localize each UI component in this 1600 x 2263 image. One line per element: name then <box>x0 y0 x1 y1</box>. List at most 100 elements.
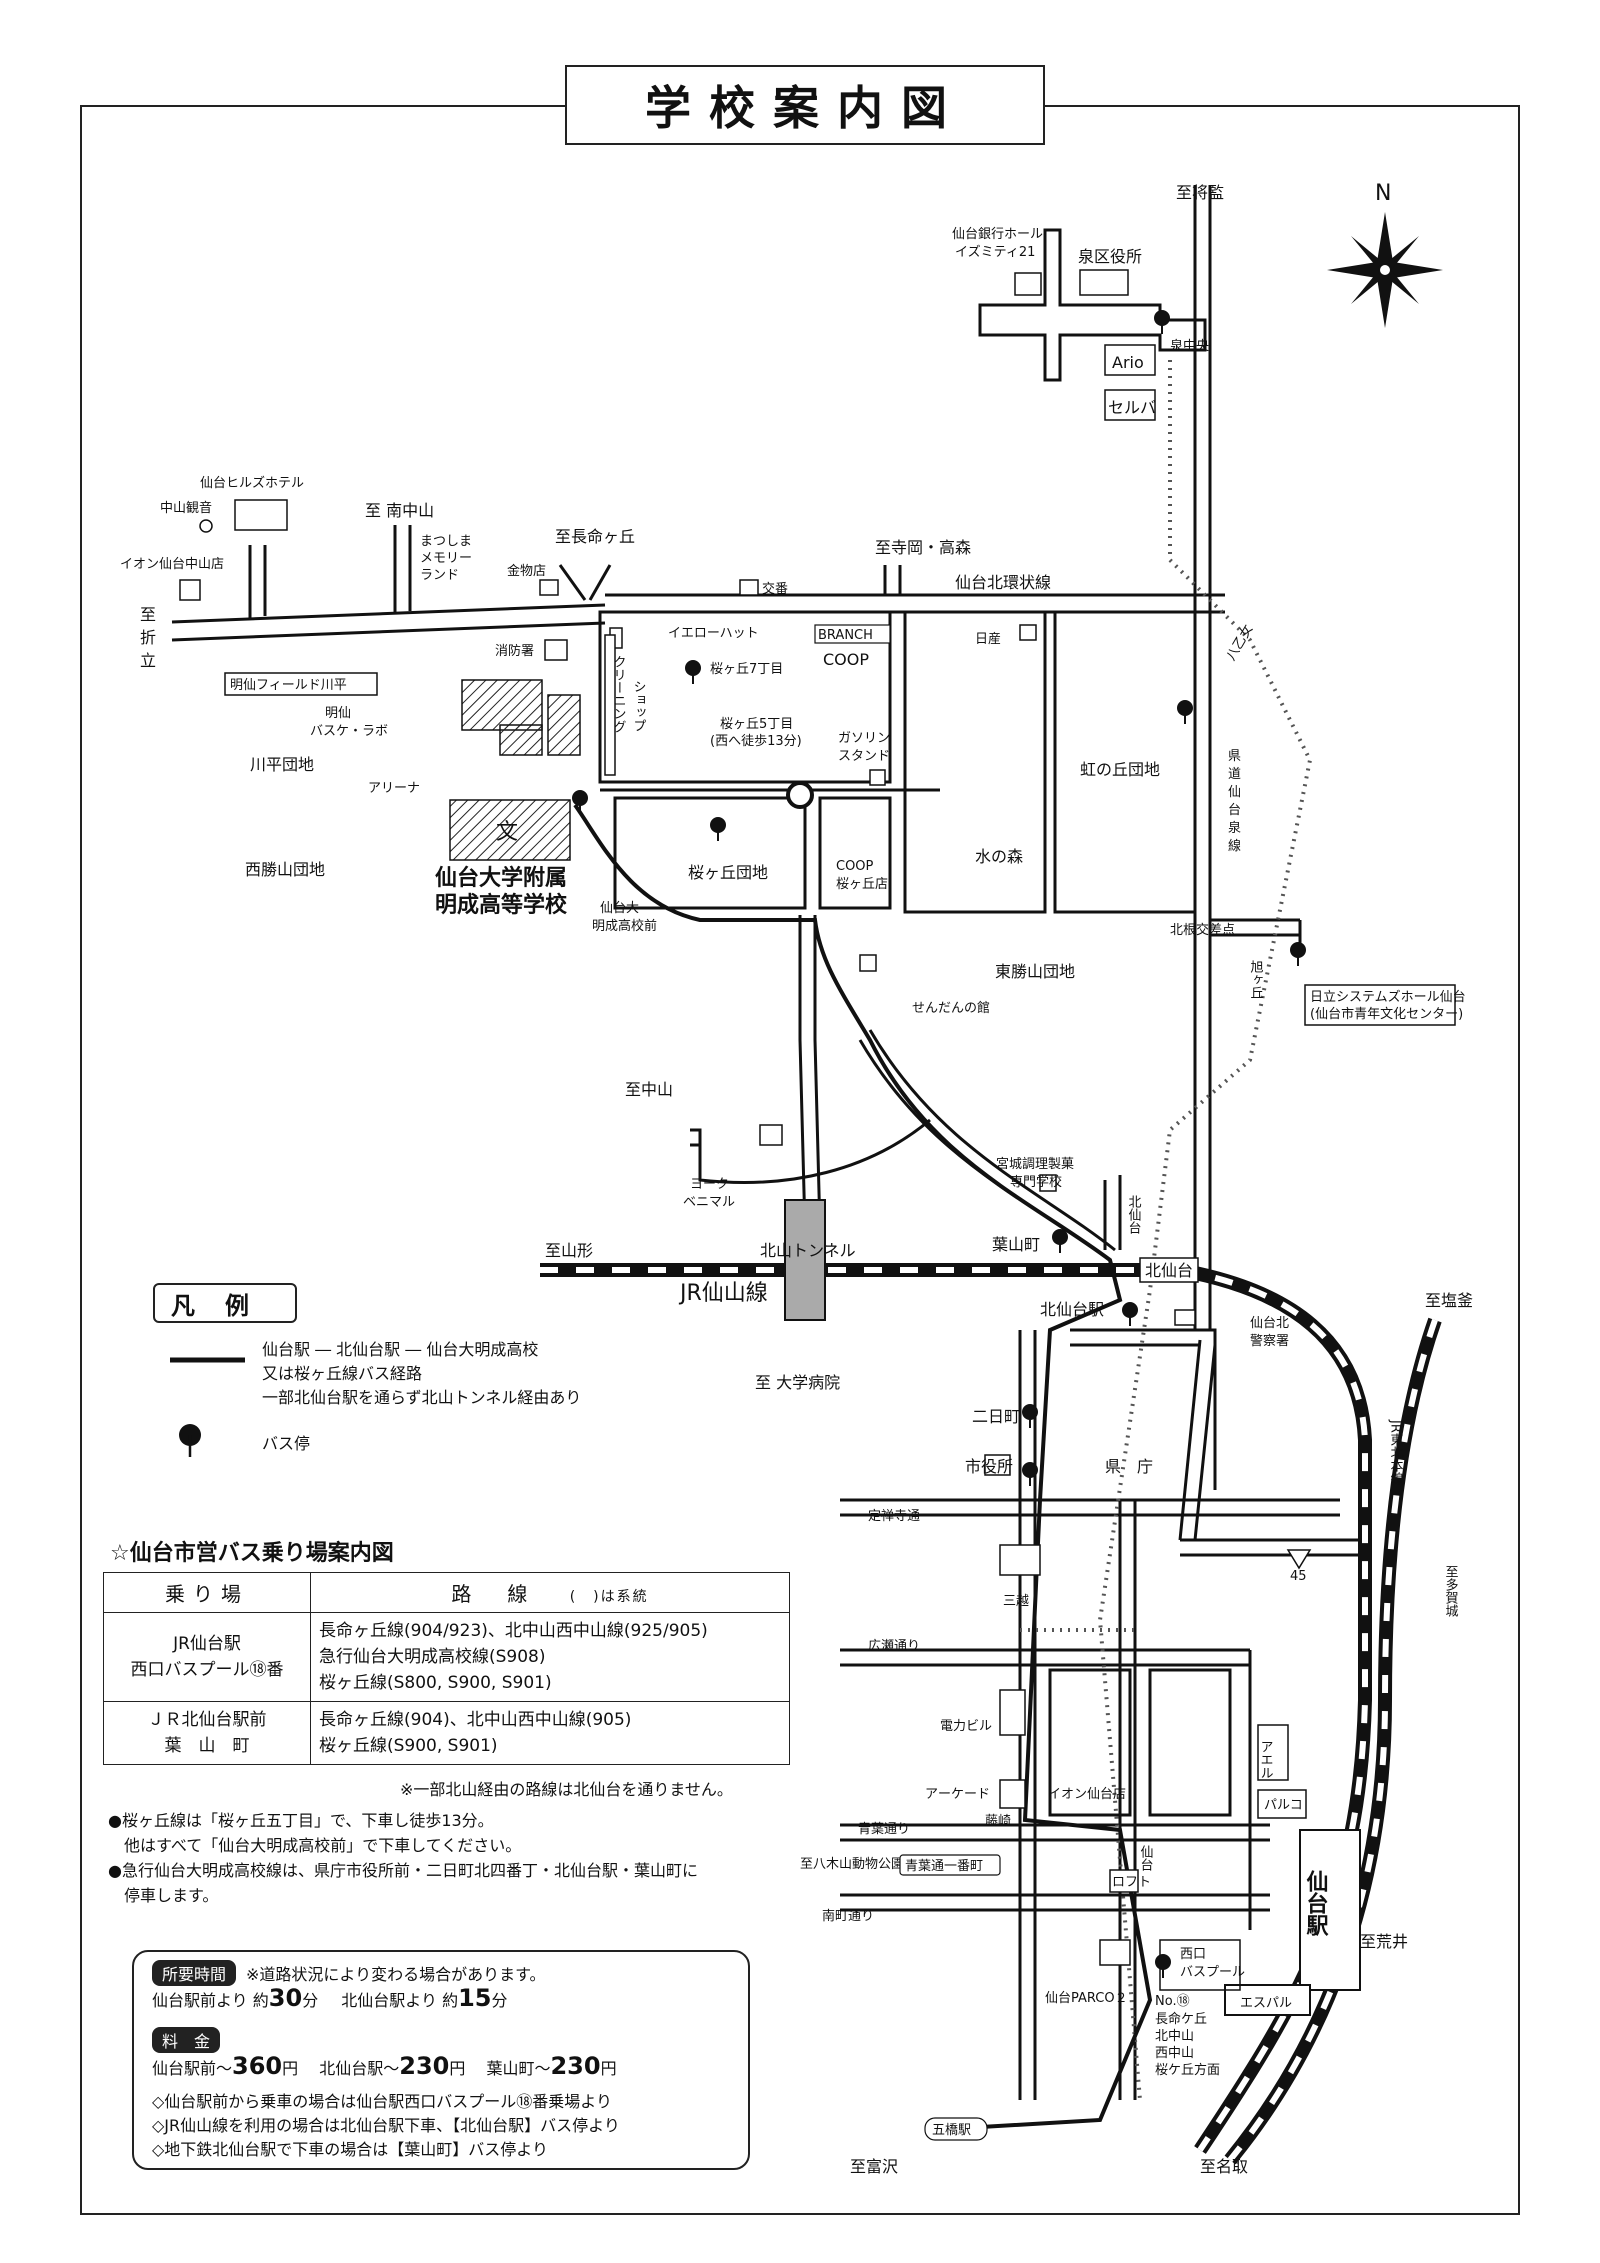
label-aoba-ichibancho: 青葉通一番町 <box>905 1859 983 1874</box>
label-coop-sakura-1: COOP <box>836 859 874 874</box>
label-arcade: アーケード <box>925 1787 990 1802</box>
fare-unit: 円 <box>449 2059 466 2078</box>
label-jr-tohoku: JR東北本線 <box>1388 1419 1404 1485</box>
label-sendai-station: 仙台駅 <box>1303 1869 1329 1937</box>
fare-header: 料 金 <box>152 2027 230 2053</box>
label-to-orio-3: 立 <box>140 651 156 670</box>
bus-stop-table: 乗り場 路 線 ( )は系統 JR仙台駅 西口バスプール⑱番 長命ヶ丘線(904… <box>103 1572 790 1765</box>
label-miyagi-chouri-1: 宮城調理製菓 <box>996 1156 1074 1172</box>
label-arena: アリーナ <box>368 781 420 796</box>
access-info-box: 所要時間※道路状況により変わる場合があります。 仙台駅前より 約30分 北仙台駅… <box>132 1950 750 2170</box>
label-matsushima-2: メモリー <box>420 551 472 566</box>
label-branch: BRANCH <box>818 628 873 643</box>
label-route45: 45 <box>1290 1569 1307 1584</box>
label-york-1: ヨーク <box>690 1177 729 1192</box>
label-parco: パルコ <box>1264 1798 1303 1813</box>
label-fire-station: 消防署 <box>495 643 534 659</box>
buildings <box>179 269 1361 2016</box>
tip-line-3: ◇地下鉄北仙台駅で下車の場合は【葉山町】バス停より <box>152 2140 548 2159</box>
label-asahigaoka: 旭ヶ丘 <box>1248 960 1264 999</box>
label-school-name-1: 仙台大学附属 <box>435 865 567 891</box>
fare-kita-value: 230 <box>399 2052 450 2080</box>
label-jr-senzan: JR仙山線 <box>678 1281 768 1306</box>
fare-tag: 料 金 <box>152 2027 221 2053</box>
label-cleaning-2: ショップ <box>631 680 646 732</box>
time-kita-value: 15 <box>458 1984 492 2012</box>
label-sakuragaoka-5-2: (西へ徒歩13分) <box>710 734 802 749</box>
legend-route-line-1: 仙台駅 ― 北仙台駅 ― 仙台大明成高校 <box>262 1340 539 1359</box>
fare-hayama-label: 葉山町～ <box>486 2059 551 2078</box>
label-hitachi-hall-1: 日立システムズホール仙台 <box>1310 989 1466 1005</box>
time-sendai-label: 仙台駅前より 約 <box>152 1991 269 2010</box>
time-sendai-unit: 分 <box>302 1991 319 2010</box>
label-to-tomiya: 至富沢 <box>850 2157 898 2176</box>
table-header-route-label: 路 線 <box>451 1582 536 1606</box>
roads <box>171 185 1365 2100</box>
label-aoba-dori: 青葉通り <box>858 1822 910 1837</box>
label-loft: ロフト <box>1112 1875 1151 1890</box>
table-row: ＪＲ北仙台駅前 葉 山 町 長命ヶ丘線(904)、北中山西中山線(905) 桜ヶ… <box>103 1701 790 1765</box>
label-bus-stop-school-2: 明成高校前 <box>592 918 657 934</box>
route-line: 急行仙台大明成高校線(S908) <box>319 1647 546 1667</box>
label-izumi-chuo: 泉中央 <box>1170 338 1209 354</box>
label-hayamacho: 葉山町 <box>992 1235 1040 1254</box>
stop-line: JR仙台駅 <box>173 1634 241 1654</box>
time-kita-label: 北仙台駅より 約 <box>341 1991 459 2010</box>
label-hitachi-hall-2: (仙台市青年文化センター) <box>1310 1006 1463 1022</box>
label-aeon-nakayama: イオン仙台中山店 <box>120 557 224 572</box>
label-higashi-katsuyama: 東勝山団地 <box>995 962 1075 981</box>
label-to-minami-nakayama: 至 南中山 <box>365 501 434 520</box>
label-to-teraoka: 至寺岡・高森 <box>875 538 971 557</box>
label-to-shiogama: 至塩釜 <box>1425 1291 1473 1310</box>
label-ael: アエル <box>1258 1740 1273 1779</box>
table-header-route: 路 線 ( )は系統 <box>310 1572 790 1613</box>
time-header: 所要時間※道路状況により変わる場合があります。 <box>152 1960 546 1986</box>
label-police-2: 警察署 <box>1250 1333 1289 1349</box>
label-sakuragaoka-5-1: 桜ヶ丘5丁目 <box>720 717 793 732</box>
label-meisen-basket-2: バスケ・ラボ <box>310 724 388 739</box>
label-sakuragaoka-danchi: 桜ヶ丘団地 <box>688 863 768 882</box>
label-nishiguchi-2: バスプール <box>1180 1965 1245 1980</box>
tip-line-2: ◇JR仙山線を利用の場合は北仙台駅下車、【北仙台駅】バス停より <box>152 2116 620 2135</box>
fare-hayama-value: 230 <box>550 2052 601 2080</box>
label-sakuragaoka-7: 桜ヶ丘7丁目 <box>710 662 783 677</box>
label-denryoku: 電力ビル <box>940 1719 992 1734</box>
legend-route-line-3: 一部北仙台駅を通らず北山トンネル経由あり <box>262 1388 582 1407</box>
note-line-3: ●急行仙台大明成高校線は、県庁市役所前・二日町北四番丁・北仙台駅・葉山町に <box>108 1861 698 1880</box>
legend-title: 凡例 <box>153 1283 297 1323</box>
note-line-1: ●桜ヶ丘線は「桜ヶ丘五丁目」で、下車し徒歩13分。 <box>108 1811 494 1830</box>
label-minamimachi: 南町通り <box>822 1908 874 1924</box>
label-meisen-basket-1: 明仙 <box>325 706 351 721</box>
label-jozenji: 定禅寺通 <box>868 1509 920 1524</box>
time-tag: 所要時間 <box>152 1960 237 1986</box>
label-niji-danchi: 虹の丘団地 <box>1080 760 1160 779</box>
label-miyagi-chouri-2: 専門学校 <box>1010 1174 1062 1190</box>
label-kendo-1: 県 <box>1228 749 1241 764</box>
label-itsutsubashi: 五橋駅 <box>932 2123 971 2138</box>
bus-stops <box>179 310 1306 1978</box>
label-aeon-sendai: イオン仙台店 <box>1048 1787 1126 1802</box>
label-parco2: 仙台PARCO２ <box>1045 1991 1128 2006</box>
table-header-route-note: ( )は系統 <box>569 1589 649 1605</box>
legend-bus-stop: バス停 <box>262 1434 311 1453</box>
note-line-2: 他はすべて「仙台大明成高校前」で下車してください。 <box>108 1836 522 1855</box>
note-line-4: 停車します。 <box>108 1886 219 1905</box>
label-matsushima-3: ランド <box>420 568 459 583</box>
label-to-natori: 至名取 <box>1200 2157 1248 2176</box>
stop-line: 西口バスプール⑱番 <box>130 1660 284 1680</box>
label-prefecture: 県 庁 <box>1105 1457 1153 1476</box>
label-mizu-no-mori: 水の森 <box>975 847 1023 866</box>
route-line: 長命ヶ丘線(904)、北中山西中山線(905) <box>319 1710 632 1730</box>
label-yellow-hat: イエローハット <box>668 626 759 641</box>
label-pool-no: No.⑱ <box>1155 1994 1190 2009</box>
time-kita-unit: 分 <box>491 1991 508 2010</box>
legend-bus-stop-icon <box>179 1424 201 1457</box>
bus-table-title: ☆仙台市営バス乗り場案内図 <box>110 1541 394 1566</box>
label-gas-2: スタンド <box>838 749 890 764</box>
label-pool-route-1: 長命ケ丘 <box>1155 2011 1207 2027</box>
label-to-arai: 至荒井 <box>1360 1932 1408 1951</box>
label-coop: COOP <box>823 650 869 669</box>
label-police-1: 仙台北 <box>1250 1316 1289 1331</box>
roundabout <box>786 781 814 809</box>
table-cell-stop: ＪＲ北仙台駅前 葉 山 町 <box>103 1701 311 1765</box>
